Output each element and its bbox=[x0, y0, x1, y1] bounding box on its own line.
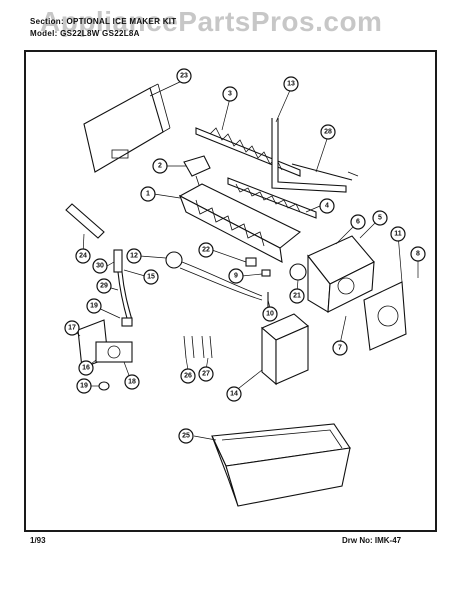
callout-7: 7 bbox=[332, 340, 348, 356]
part-3-stripper bbox=[195, 127, 301, 177]
callout-2: 2 bbox=[152, 158, 168, 174]
svg-text:16: 16 bbox=[82, 365, 90, 372]
callout-8: 8 bbox=[410, 246, 426, 262]
callout-5: 5 bbox=[372, 210, 388, 226]
svg-text:26: 26 bbox=[184, 373, 192, 380]
callout-6: 6 bbox=[350, 214, 366, 230]
part-2-clip bbox=[183, 155, 211, 189]
svg-text:18: 18 bbox=[128, 379, 136, 386]
callout-19-bottom: 19 bbox=[76, 378, 92, 394]
part-23-cover-panel bbox=[83, 83, 171, 173]
callout-23: 23 bbox=[176, 68, 192, 84]
svg-text:12: 12 bbox=[130, 253, 138, 260]
svg-text:2: 2 bbox=[158, 163, 162, 170]
part-25-ice-bin bbox=[211, 423, 351, 507]
callout-25: 25 bbox=[178, 428, 194, 444]
callout-22: 22 bbox=[198, 242, 214, 258]
callout-24: 24 bbox=[75, 248, 91, 264]
callout-19-top: 19 bbox=[86, 298, 102, 314]
svg-text:19: 19 bbox=[90, 303, 98, 310]
callout-26: 26 bbox=[180, 368, 196, 384]
part-13-shutoff-arm bbox=[271, 118, 347, 193]
part-21-gear bbox=[289, 263, 307, 281]
callout-17: 17 bbox=[64, 320, 80, 336]
section-title: Section: OPTIONAL ICE MAKER KIT bbox=[30, 17, 177, 26]
callout-30: 30 bbox=[92, 258, 108, 274]
callout-27: 27 bbox=[198, 366, 214, 382]
svg-text:19: 19 bbox=[80, 383, 88, 390]
svg-text:1: 1 bbox=[146, 191, 150, 198]
footer-drawing-number: Drw No: IMK-47 bbox=[342, 536, 402, 545]
part-16-water-valve bbox=[77, 319, 133, 369]
part-1-ice-mold bbox=[178, 183, 302, 263]
callout-9: 9 bbox=[228, 268, 244, 284]
watermark: AppliancePartsPros.com bbox=[40, 6, 383, 37]
svg-text:21: 21 bbox=[293, 293, 301, 300]
diagram-frame bbox=[24, 50, 437, 532]
svg-text:5: 5 bbox=[378, 215, 382, 222]
callout-4: 4 bbox=[319, 198, 335, 214]
svg-text:14: 14 bbox=[230, 391, 238, 398]
svg-text:28: 28 bbox=[324, 129, 332, 136]
svg-text:4: 4 bbox=[325, 203, 329, 210]
svg-text:17: 17 bbox=[68, 325, 76, 332]
callout-11: 11 bbox=[390, 226, 406, 242]
part-6-housing bbox=[307, 235, 375, 313]
footer-date: 1/93 bbox=[30, 536, 46, 545]
callout-1: 1 bbox=[140, 186, 156, 202]
part-28-bracket bbox=[291, 163, 359, 181]
part-19-fitting bbox=[98, 381, 110, 391]
part-12-harness bbox=[165, 251, 263, 301]
svg-text:9: 9 bbox=[234, 273, 238, 280]
part-26-27-screws bbox=[183, 335, 213, 359]
svg-text:10: 10 bbox=[266, 311, 274, 318]
part-30-fill-tube bbox=[113, 249, 133, 327]
part-22-thermostat bbox=[245, 257, 257, 267]
model-title: Model: GS22L8W GS22L8A bbox=[30, 29, 140, 38]
callout-18: 18 bbox=[124, 374, 140, 390]
callout-28: 28 bbox=[320, 124, 336, 140]
svg-text:24: 24 bbox=[79, 253, 87, 260]
callout-29: 29 bbox=[96, 278, 112, 294]
svg-text:3: 3 bbox=[228, 91, 232, 98]
svg-text:11: 11 bbox=[394, 231, 402, 238]
svg-text:29: 29 bbox=[100, 283, 108, 290]
part-14-box bbox=[260, 313, 310, 386]
callout-12: 12 bbox=[126, 248, 142, 264]
part-24-rod bbox=[65, 203, 105, 239]
svg-text:6: 6 bbox=[356, 219, 360, 226]
callout-14: 14 bbox=[226, 386, 242, 402]
svg-text:22: 22 bbox=[202, 247, 210, 254]
svg-text:7: 7 bbox=[338, 345, 342, 352]
callout-3: 3 bbox=[222, 86, 238, 102]
callout-10: 10 bbox=[262, 306, 278, 322]
callout-15: 15 bbox=[143, 269, 159, 285]
svg-text:27: 27 bbox=[202, 371, 210, 378]
part-4-ejector bbox=[227, 177, 317, 219]
svg-text:25: 25 bbox=[182, 433, 190, 440]
svg-text:23: 23 bbox=[180, 73, 188, 80]
svg-text:30: 30 bbox=[96, 263, 104, 270]
callout-13: 13 bbox=[283, 76, 299, 92]
svg-text:13: 13 bbox=[287, 81, 295, 88]
callout-16: 16 bbox=[78, 360, 94, 376]
part-11-cover bbox=[363, 281, 407, 351]
part-9-clip bbox=[261, 269, 271, 277]
svg-text:8: 8 bbox=[416, 251, 420, 258]
callout-21: 21 bbox=[289, 288, 305, 304]
svg-text:15: 15 bbox=[147, 274, 155, 281]
